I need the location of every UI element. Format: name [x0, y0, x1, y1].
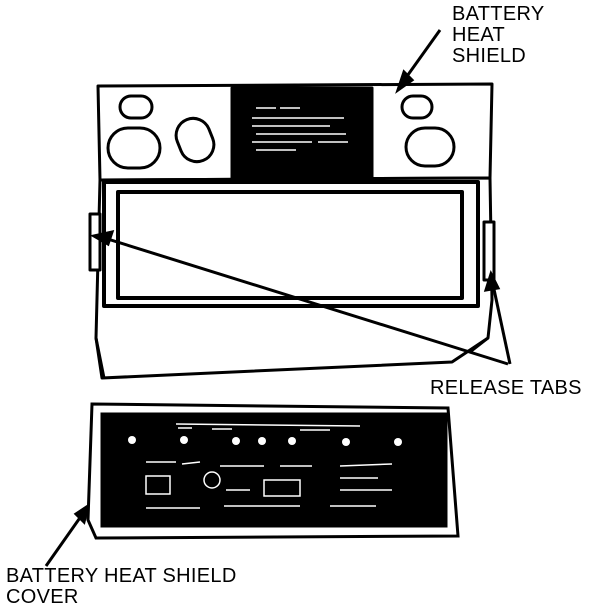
shield-bottom-edge	[94, 336, 489, 379]
left-tilted-vent	[174, 116, 216, 164]
cover-panel	[100, 412, 448, 528]
label-battery-heat-shield-cover: BATTERY HEAT SHIELD COVER	[6, 565, 237, 608]
battery-heat-shield-cover	[86, 402, 460, 540]
leader-battery-heat-shield-cover	[44, 511, 86, 567]
right-release-tab	[482, 220, 496, 282]
arrowhead-battery-heat-shield-cover	[73, 502, 91, 525]
window-frame-inner	[116, 190, 464, 300]
label-panel-markings	[252, 107, 348, 151]
arrowhead-release-tab-right	[483, 270, 501, 292]
leader-release-tab-left	[97, 234, 509, 366]
left-release-tab	[88, 212, 102, 272]
arrowhead-battery-heat-shield	[395, 69, 415, 94]
battery-heat-shield	[88, 82, 496, 380]
right-top-vent	[400, 94, 434, 120]
cover-indicator-lights	[128, 436, 402, 446]
arrowhead-release-tab-left	[89, 229, 115, 247]
right-large-vent	[404, 126, 456, 168]
left-top-vent	[118, 94, 154, 120]
leader-release-tab-right	[490, 279, 512, 365]
leader-lines	[44, 29, 512, 567]
label-battery-heat-shield: BATTERY HEAT SHIELD	[452, 3, 545, 67]
left-large-vent	[106, 126, 162, 170]
label-release-tabs: RELEASE TABS	[430, 377, 582, 399]
cover-markings	[145, 423, 393, 509]
